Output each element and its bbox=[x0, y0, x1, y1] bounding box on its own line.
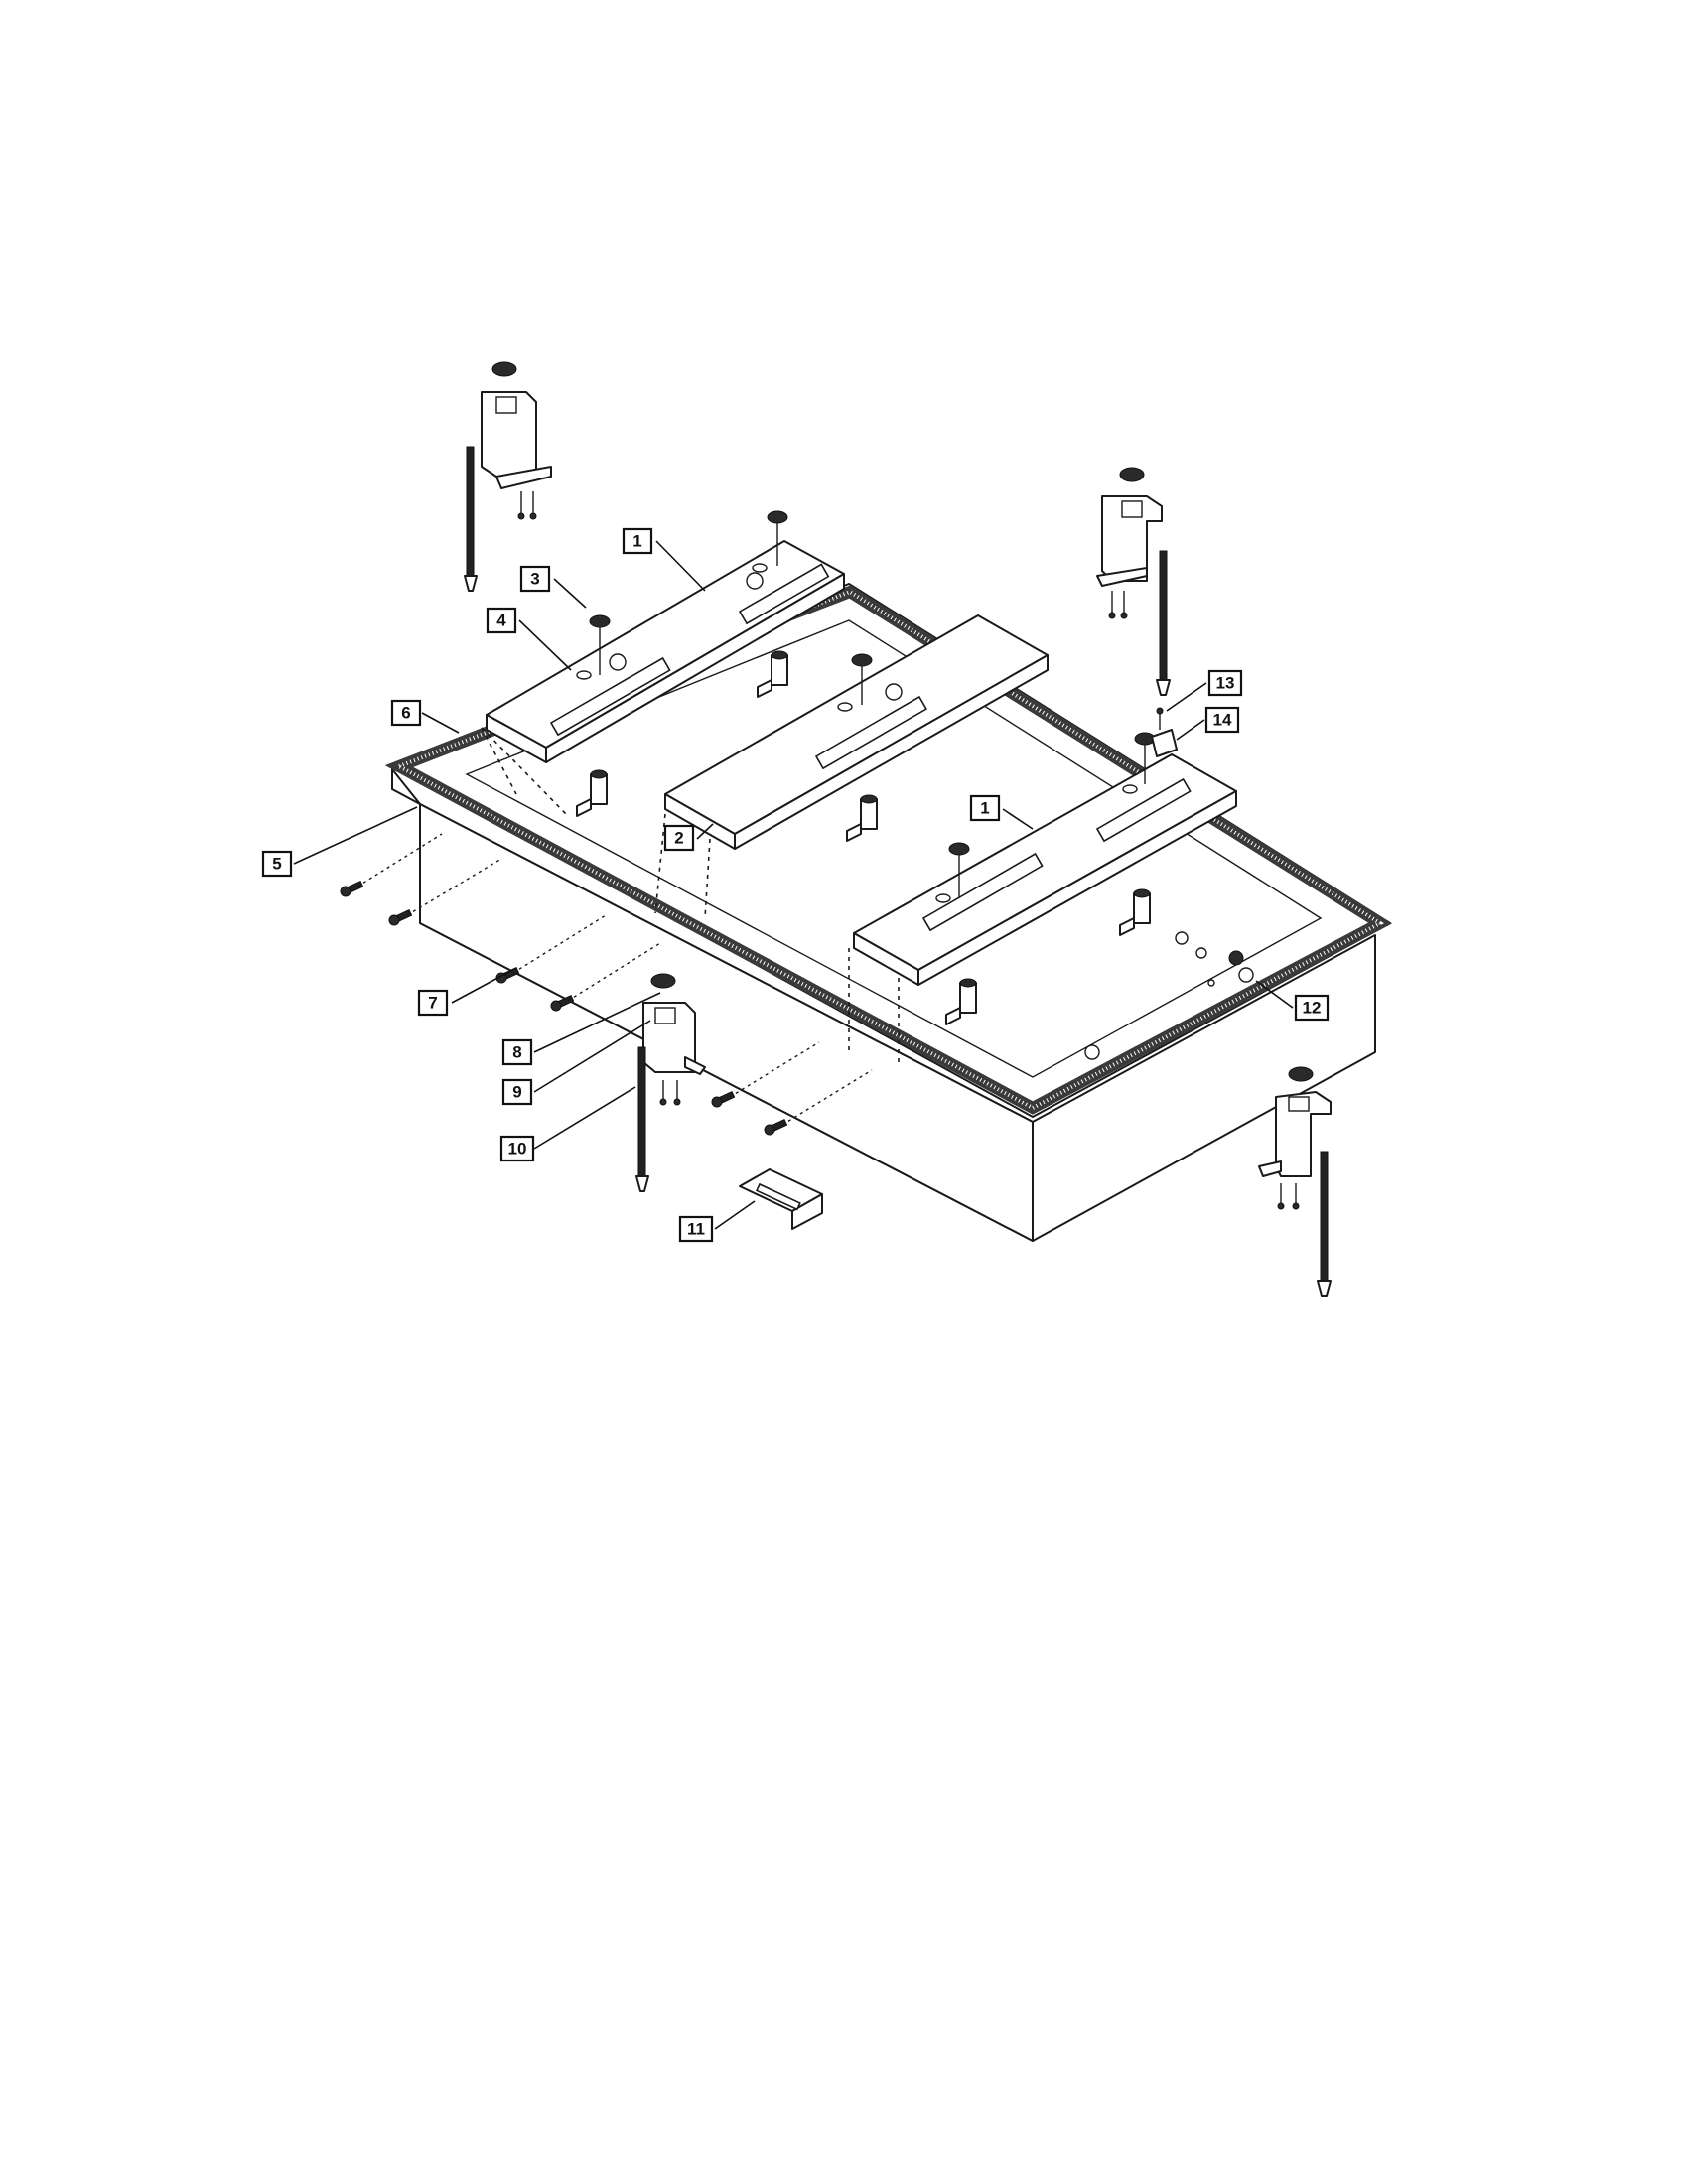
leg-assembly-top-left bbox=[464, 361, 552, 592]
rail-side bbox=[545, 573, 845, 763]
callout-8-label: 8 bbox=[512, 1043, 521, 1062]
leg-assembly-front-right bbox=[1258, 1066, 1332, 1297]
callout-1a: 1 bbox=[622, 527, 653, 555]
rail-center-2 bbox=[664, 614, 1049, 850]
rail-slot bbox=[814, 695, 928, 770]
small-bracket bbox=[739, 1168, 823, 1230]
callout-11: 11 bbox=[678, 1215, 714, 1243]
tray-right-face bbox=[1032, 934, 1376, 1242]
callout-1b-label: 1 bbox=[980, 799, 989, 818]
callout-6-label: 6 bbox=[401, 704, 410, 723]
callout-7-label: 7 bbox=[428, 994, 437, 1013]
callout-8: 8 bbox=[501, 1038, 533, 1066]
callout-11-label: 11 bbox=[687, 1220, 705, 1239]
callout-14-label: 14 bbox=[1213, 711, 1232, 730]
leader-lines bbox=[293, 540, 1294, 1230]
small-clip bbox=[1151, 707, 1178, 757]
rail-side bbox=[734, 654, 1049, 850]
callout-9: 9 bbox=[501, 1078, 533, 1106]
callout-1b: 1 bbox=[969, 794, 1001, 822]
callout-4-label: 4 bbox=[496, 612, 506, 630]
callout-5: 5 bbox=[261, 850, 293, 878]
leg-assembly-top-right bbox=[1096, 467, 1171, 696]
callout-4: 4 bbox=[486, 607, 517, 634]
alignment-dashes bbox=[481, 727, 900, 1067]
leg-assembly-front-left bbox=[635, 973, 706, 1192]
rail-slot bbox=[549, 656, 671, 737]
valve-fittings bbox=[576, 650, 1151, 1025]
inner-deck-edge bbox=[465, 619, 1323, 1078]
callout-10-label: 10 bbox=[508, 1140, 527, 1159]
callout-9-label: 9 bbox=[512, 1083, 521, 1102]
rail-side bbox=[917, 790, 1237, 986]
callout-10: 10 bbox=[499, 1135, 535, 1162]
flange-line bbox=[391, 788, 421, 805]
callout-2-label: 2 bbox=[674, 829, 683, 848]
callout-2: 2 bbox=[663, 824, 695, 852]
callout-1a-label: 1 bbox=[632, 532, 641, 551]
callout-14: 14 bbox=[1204, 706, 1240, 734]
screws bbox=[340, 833, 873, 1136]
rail-left-1 bbox=[486, 540, 845, 763]
callout-3: 3 bbox=[519, 565, 551, 593]
callout-13: 13 bbox=[1207, 669, 1243, 697]
callout-5-label: 5 bbox=[272, 855, 281, 874]
rail-slot bbox=[1095, 777, 1192, 843]
deck-holes bbox=[1084, 931, 1254, 1060]
rail-right-1 bbox=[853, 753, 1237, 986]
knobs bbox=[576, 510, 1156, 903]
callout-12-label: 12 bbox=[1303, 999, 1322, 1018]
callout-13-label: 13 bbox=[1216, 674, 1235, 693]
base-tray bbox=[384, 583, 1392, 1242]
callout-6: 6 bbox=[390, 699, 422, 727]
callout-3-label: 3 bbox=[530, 570, 539, 589]
rail-slot bbox=[921, 852, 1044, 932]
rail-slot bbox=[738, 563, 830, 625]
callout-12: 12 bbox=[1294, 994, 1330, 1022]
callout-7: 7 bbox=[417, 989, 449, 1017]
